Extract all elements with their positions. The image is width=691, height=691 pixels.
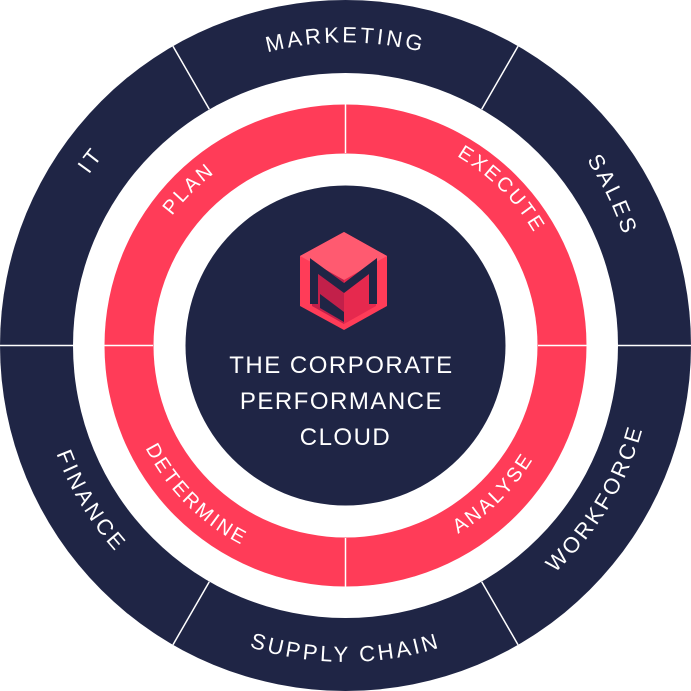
divider-supply-finance xyxy=(172,581,210,646)
divider-it-marketing xyxy=(172,45,210,110)
outer-dividers xyxy=(0,45,691,646)
divider-workforce-supply xyxy=(481,581,519,646)
cycle-dividers xyxy=(104,104,587,587)
divider-marketing-sales xyxy=(481,45,519,110)
center-disc xyxy=(185,185,506,506)
center-title: THE CORPORATE PERFORMANCE CLOUD xyxy=(229,352,462,451)
cube-m-logo-icon xyxy=(300,232,387,330)
center-title-line-3: CLOUD xyxy=(300,424,392,451)
center-title-line-2: PERFORMANCE xyxy=(240,388,443,415)
center-title-line-1: THE CORPORATE xyxy=(229,352,453,379)
